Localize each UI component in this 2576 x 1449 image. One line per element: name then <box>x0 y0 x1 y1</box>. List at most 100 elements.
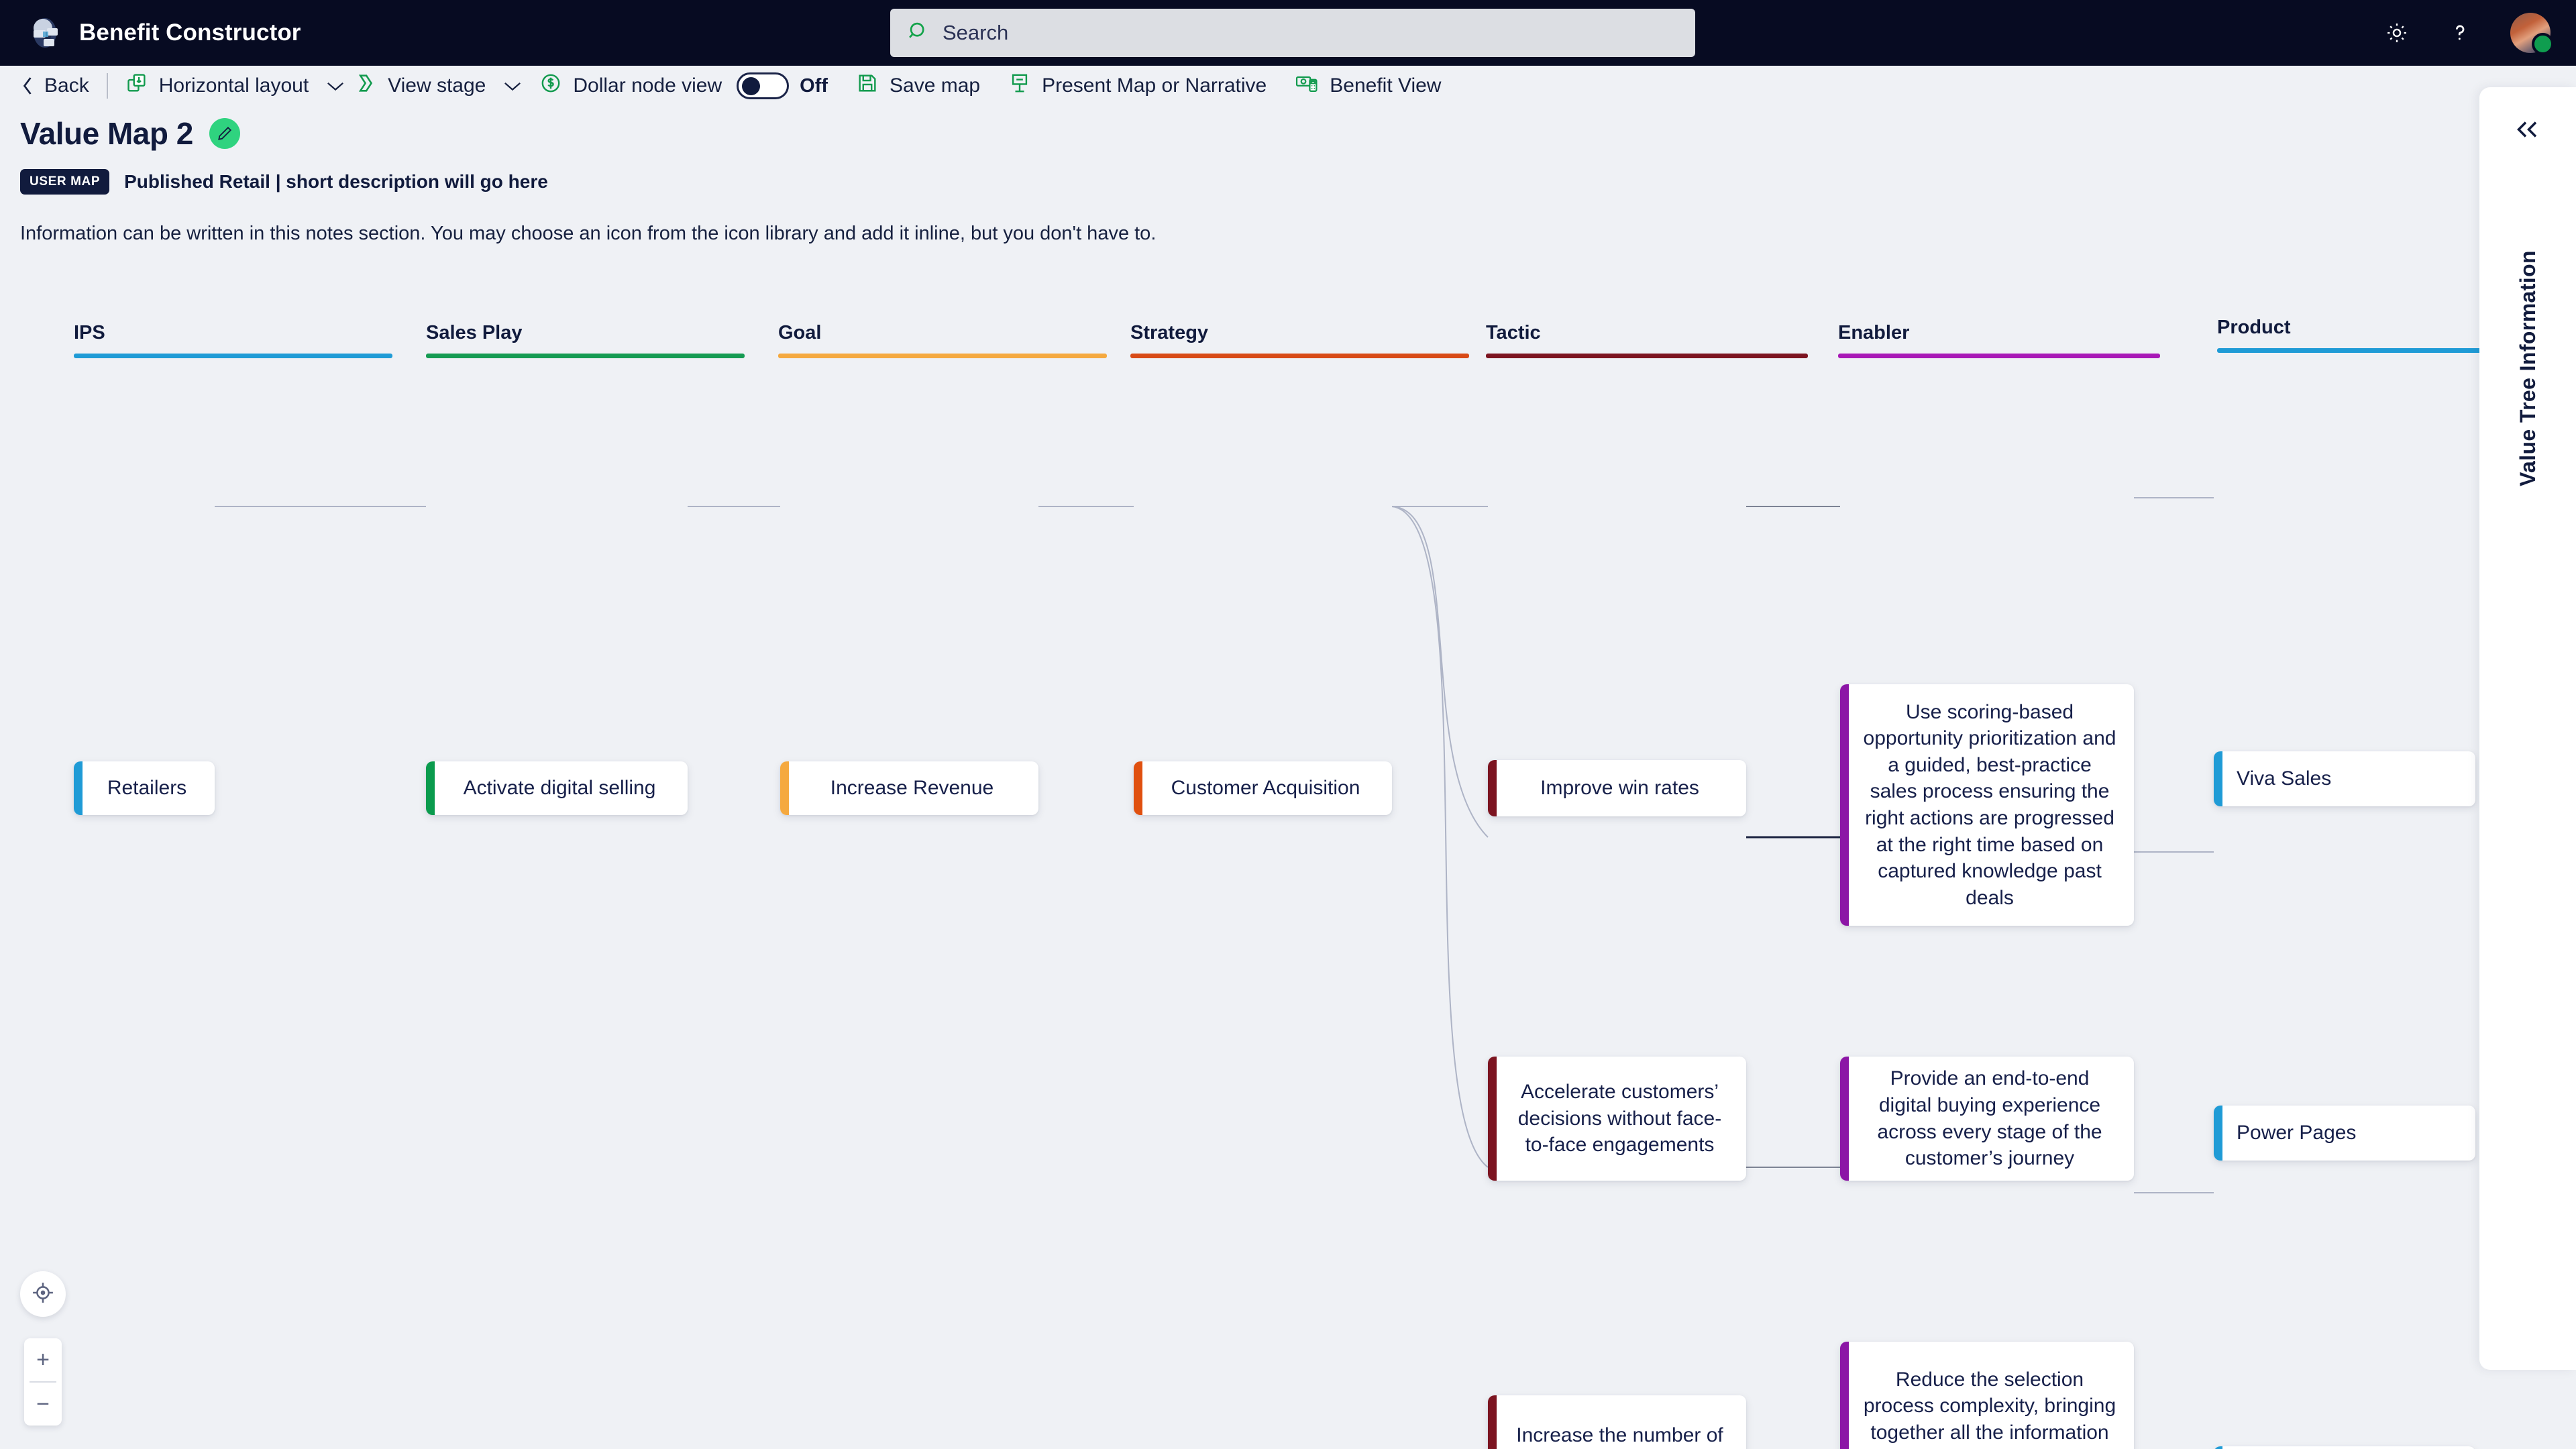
column-header-product: Product <box>2217 317 2479 353</box>
map-node-viva-sales-1[interactable]: Viva Sales <box>2214 751 2475 806</box>
node-label: Improve win rates <box>1540 777 1699 800</box>
map-node-viva-sales-2[interactable]: Viva Sales <box>2214 1446 2475 1449</box>
search-input[interactable] <box>943 21 1678 45</box>
brand-title: Benefit Constructor <box>79 19 301 46</box>
gear-icon[interactable] <box>2384 20 2410 46</box>
search-bar[interactable] <box>890 9 1695 57</box>
view-stage-button[interactable]: View stage <box>354 72 486 100</box>
notes-text: Information can be written in this notes… <box>20 223 1157 244</box>
toggle-knob <box>742 77 761 95</box>
dollar-node-view-button[interactable]: Dollar node view <box>539 72 722 100</box>
back-button[interactable]: Back <box>20 74 89 97</box>
presentation-board-icon <box>1008 72 1031 100</box>
pencil-icon[interactable] <box>209 118 240 149</box>
column-header-enabler: Enabler <box>1838 322 2160 358</box>
search-icon <box>908 20 930 46</box>
node-accent-bar <box>2214 751 2222 806</box>
column-rule <box>2217 348 2479 353</box>
node-accent-bar <box>2214 1446 2222 1449</box>
map-node-accelerate-decisions[interactable]: Accelerate customers’ decisions without … <box>1488 1057 1746 1181</box>
column-header-goal: Goal <box>778 322 1107 358</box>
horizontal-layout-button[interactable]: Horizontal layout <box>125 72 309 100</box>
column-rule <box>426 354 745 358</box>
column-label: Product <box>2217 317 2291 338</box>
node-label: Retailers <box>107 777 187 800</box>
page-header: Value Map 2 USER MAP Published Retail | … <box>20 115 1156 245</box>
column-header-sales-play: Sales Play <box>426 322 745 358</box>
node-label: Provide an end-to-end digital buying exp… <box>1877 1067 2102 1170</box>
node-label: Increase Revenue <box>830 777 994 800</box>
node-accent-bar <box>74 761 83 815</box>
back-label: Back <box>44 74 89 97</box>
map-meta-text: Published Retail | short description wil… <box>124 171 548 192</box>
column-header-strategy: Strategy <box>1130 322 1469 358</box>
save-map-button[interactable]: Save map <box>856 72 980 100</box>
node-label: Power Pages <box>2237 1122 2357 1144</box>
map-node-end-to-end-digital-buying[interactable]: Provide an end-to-end digital buying exp… <box>1840 1057 2134 1181</box>
column-label: Goal <box>778 322 822 343</box>
status-badge: USER MAP <box>20 169 110 195</box>
map-node-improve-win-rates[interactable]: Improve win rates <box>1488 760 1746 816</box>
column-header-ips: IPS <box>74 322 392 358</box>
column-rule <box>1486 354 1808 358</box>
stage-label: View stage <box>388 74 486 97</box>
node-accent-bar <box>1134 761 1142 815</box>
value-tree-info-panel: Value Tree Information <box>2479 87 2576 1370</box>
node-accent-bar <box>1488 1057 1497 1181</box>
question-mark-icon[interactable] <box>2447 20 2473 46</box>
map-node-power-pages[interactable]: Power Pages <box>2214 1106 2475 1161</box>
zoom-controls[interactable]: + − <box>24 1338 62 1426</box>
panel-title: Value Tree Information <box>2515 250 2540 487</box>
column-rule <box>1130 354 1469 358</box>
node-label: Accelerate customers’ decisions without … <box>1517 1081 1722 1157</box>
node-label: Reduce the selection process complexity,… <box>1863 1368 2116 1449</box>
node-label: Customer Acquisition <box>1171 777 1360 800</box>
zoom-in-button[interactable]: + <box>36 1346 50 1373</box>
recenter-button[interactable] <box>20 1271 66 1317</box>
money-calculator-icon <box>1295 72 1319 100</box>
chevron-down-icon-stage[interactable] <box>503 74 522 97</box>
floppy-disk-icon <box>856 72 879 100</box>
column-label: Strategy <box>1130 322 1209 343</box>
map-node-increase-revenue[interactable]: Increase Revenue <box>780 761 1038 815</box>
page-title: Value Map 2 <box>20 116 193 151</box>
avatar[interactable] <box>2510 13 2554 55</box>
benefit-view-button[interactable]: Benefit View <box>1295 72 1441 100</box>
node-label: Use scoring-based opportunity prioritiza… <box>1863 700 2116 909</box>
zoom-out-button[interactable]: − <box>36 1391 50 1417</box>
brand[interactable]: Benefit Constructor <box>28 15 301 51</box>
value-map-canvas[interactable]: IPS Sales Play Goal Strategy Tactic Enab… <box>0 282 2479 1449</box>
meta-row: USER MAP Published Retail | short descri… <box>20 169 1156 195</box>
column-label: IPS <box>74 322 105 343</box>
dollar-label: Dollar node view <box>573 74 722 97</box>
dollar-circle-icon <box>539 72 562 100</box>
node-accent-bar <box>1488 1395 1497 1449</box>
node-label: Increase the number of franchises <box>1516 1424 1723 1447</box>
node-accent-bar <box>1840 1342 1849 1449</box>
map-node-retailers[interactable]: Retailers <box>74 761 215 815</box>
map-node-activate-digital-selling[interactable]: Activate digital selling <box>426 761 688 815</box>
dollar-node-view-toggle[interactable] <box>737 72 790 99</box>
benefit-label: Benefit View <box>1330 74 1442 97</box>
map-node-scoring-based-prioritization[interactable]: Use scoring-based opportunity prioritiza… <box>1840 684 2134 926</box>
chevron-down-icon-layout[interactable] <box>326 74 345 97</box>
present-map-button[interactable]: Present Map or Narrative <box>1008 72 1267 100</box>
map-node-customer-acquisition[interactable]: Customer Acquisition <box>1134 761 1392 815</box>
crosshair-target-icon <box>30 1280 56 1309</box>
node-accent-bar <box>1840 1057 1849 1181</box>
map-node-increase-franchises[interactable]: Increase the number of franchises <box>1488 1395 1746 1449</box>
node-accent-bar <box>426 761 435 815</box>
column-label: Enabler <box>1838 322 1910 343</box>
node-accent-bar <box>1840 684 1849 926</box>
cloud-blocks-logo-icon <box>28 15 64 51</box>
column-rule <box>1838 354 2160 358</box>
column-rule <box>74 354 392 358</box>
node-accent-bar <box>1488 760 1497 816</box>
column-header-tactic: Tactic <box>1486 322 1808 358</box>
map-node-reduce-selection-complexity[interactable]: Reduce the selection process complexity,… <box>1840 1342 2134 1449</box>
layout-swap-icon <box>125 72 148 100</box>
double-chevron-left-icon[interactable] <box>2514 119 2542 143</box>
layout-label: Horizontal layout <box>158 74 309 97</box>
column-label: Tactic <box>1486 322 1541 343</box>
node-accent-bar <box>2214 1106 2222 1161</box>
